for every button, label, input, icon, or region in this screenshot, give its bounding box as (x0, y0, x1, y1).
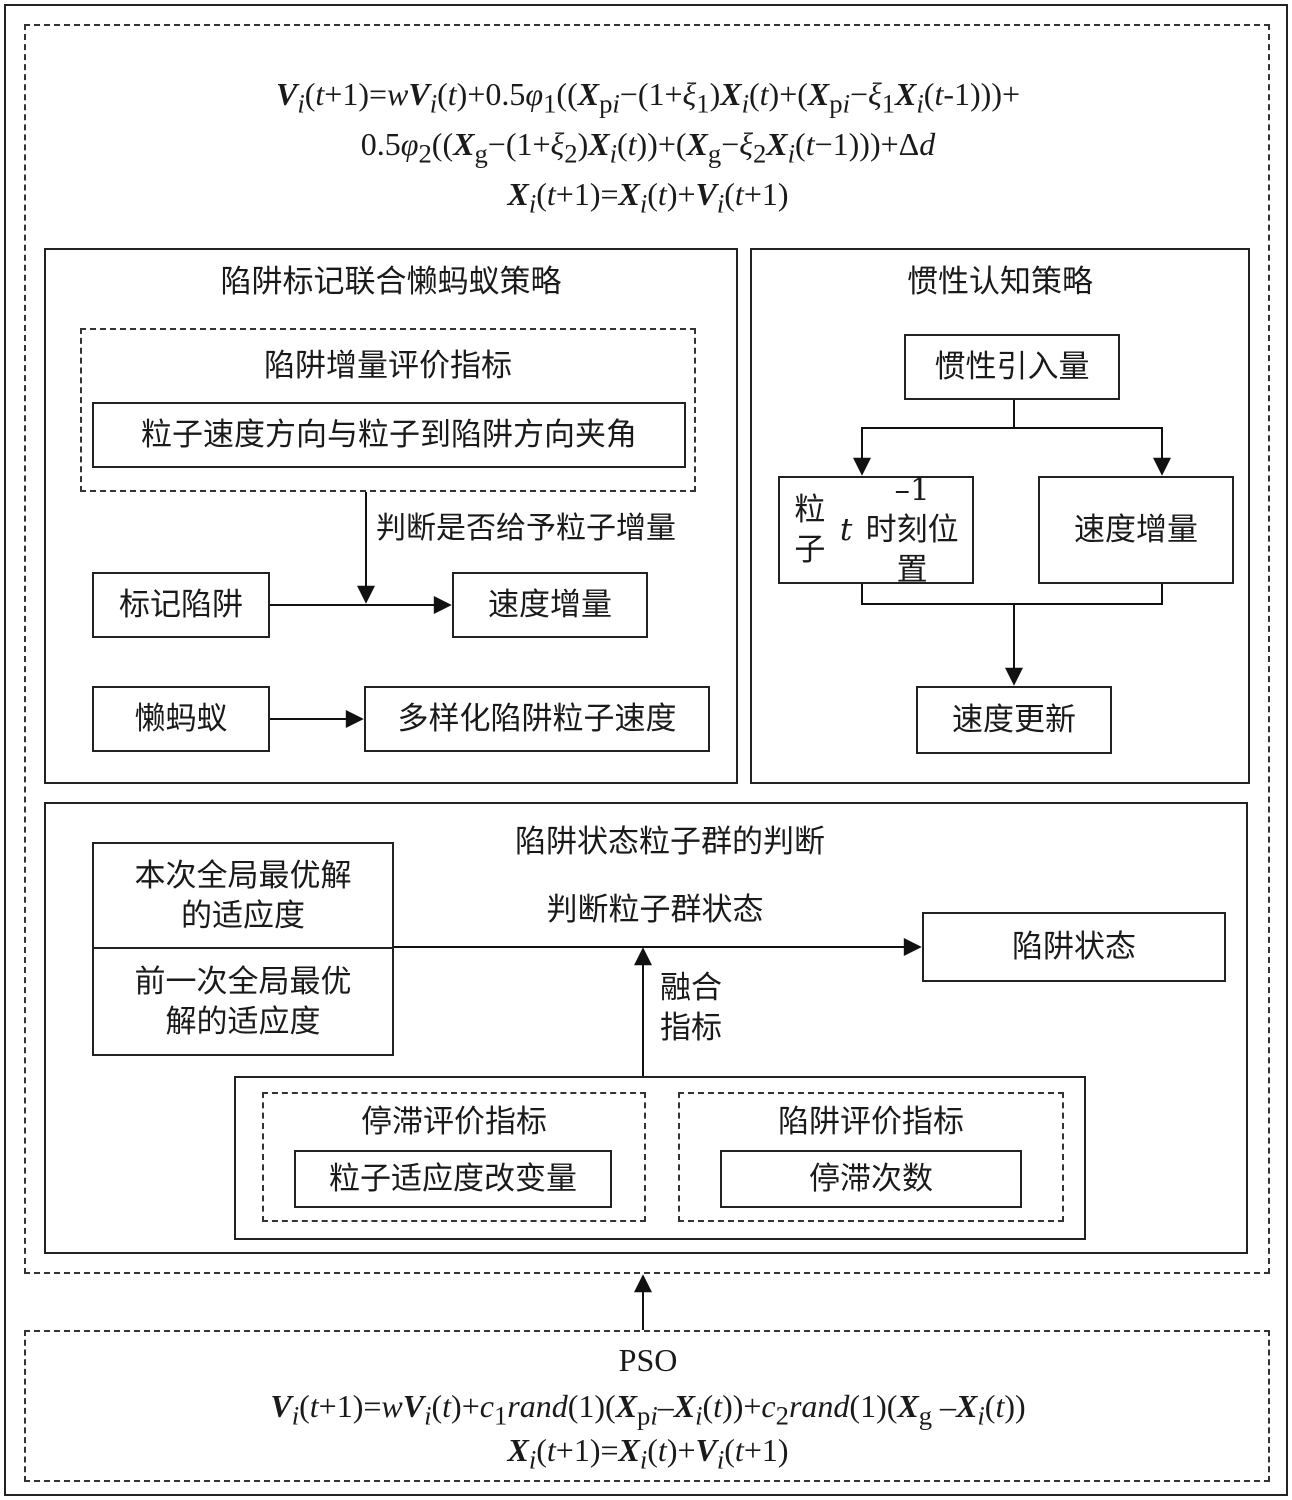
lazy-ant-box: 懒蚂蚁 (92, 686, 270, 752)
modified-velocity-equation-line2: 0.5φ2((Xg−(1+ξ2)Xi(t))+(Xg−ξ2Xi(t−1)))+Δ… (360, 126, 936, 169)
judge-increment-label: 判断是否给予粒子增量 (376, 511, 676, 546)
inertia-split-line-right (1014, 427, 1171, 476)
pso-title: PSO (618, 1342, 678, 1378)
judgement-panel (44, 802, 1248, 1254)
pso-frame (24, 1330, 1270, 1482)
current-best-fitness: 本次全局最优解 的适应度 (134, 858, 352, 934)
speed-increment-box: 速度增量 (452, 572, 648, 638)
judgement-title: 陷阱状态粒子群的判断 (515, 824, 825, 860)
diversify-velocity-box: 多样化陷阱粒子速度 (364, 686, 710, 752)
inertia-title: 惯性认知策略 (907, 264, 1093, 300)
fitness-compare-box (92, 842, 394, 1056)
stagnation-count-box: 停滞次数 (720, 1150, 1022, 1208)
inertia-panel (750, 248, 1250, 784)
previous-best-fitness: 前一次全局最优 解的适应度 (134, 964, 352, 1040)
fitness-change-box: 粒子适应度改变量 (294, 1150, 612, 1208)
trap-marking-title: 陷阱标记联合懒蚂蚁策略 (220, 264, 562, 300)
angle-indicator-box: 粒子速度方向与粒子到陷阱方向夹角 (92, 402, 686, 468)
modified-position-equation: Xi(t+1)=Xi(t)+Vi(t+1) (507, 176, 789, 219)
mark-trap-box: 标记陷阱 (92, 572, 270, 638)
judge-swarm-state-label: 判断粒子群状态 (546, 892, 764, 928)
stagnation-index-group (262, 1092, 646, 1222)
inertia-merge-line (861, 584, 1163, 605)
outer-frame (4, 4, 1288, 1496)
fusion-index-label: 融合 指标 (660, 970, 722, 1046)
modified-velocity-equation-line1: Vi(t+1)=wVi(t)+0.5φ1((Xpi−(1+ξ1)Xi(t)+(X… (275, 76, 1021, 119)
speed-update-box: 速度更新 (916, 686, 1112, 754)
trap-increment-index-title: 陷阱增量评价指标 (264, 348, 512, 384)
fitness-divider (92, 947, 394, 949)
inertia-split-line (853, 400, 1015, 476)
pso-position-equation: Xi(t+1)=Xi(t)+Vi(t+1) (507, 1432, 789, 1475)
inertia-speed-increment-box: 速度增量 (1038, 476, 1234, 584)
trap-increment-index-group (80, 328, 696, 492)
improved-pso-frame (24, 24, 1270, 1274)
inertia-introduce-box: 惯性引入量 (904, 334, 1120, 400)
trap-state-box: 陷阱状态 (922, 912, 1226, 982)
trap-marking-panel (44, 248, 738, 784)
trap-index-title: 陷阱评价指标 (778, 1104, 964, 1140)
trap-index-group (678, 1092, 1064, 1222)
stagnation-index-title: 停滞评价指标 (361, 1104, 547, 1140)
pso-velocity-equation: Vi(t+1)=wVi(t)+c1rand(1)(Xpi–Xi(t))+c2ra… (270, 1388, 1026, 1431)
